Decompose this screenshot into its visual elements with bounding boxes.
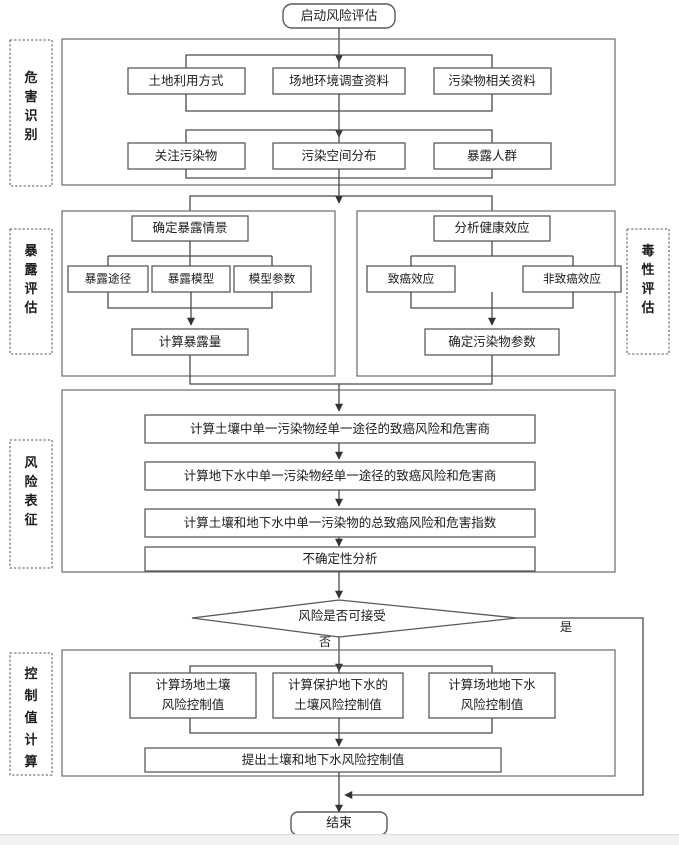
phase-label-toxicity-c0: 毒 xyxy=(641,243,654,258)
toxicity-box-result-label: 确定污染物参数 xyxy=(448,334,536,349)
phase-label-risk-c3: 征 xyxy=(24,512,37,527)
toxicity-box-health-effects-label: 分析健康效应 xyxy=(454,220,529,235)
risk-step-uncertainty-label: 不确定性分析 xyxy=(302,551,377,566)
phase-label-exposure-c3: 估 xyxy=(23,300,37,315)
exposure-box-pathway[interactable]: 暴露途径 xyxy=(67,265,149,293)
exposure-box-pathway-label: 暴露途径 xyxy=(85,272,132,286)
exposure-box-model-label: 暴露模型 xyxy=(168,272,215,286)
risk-step-total[interactable]: 计算土壤和地下水中单一污染物的总致癌风险和危害指数 xyxy=(144,508,536,538)
phase-label-toxicity-c2: 评 xyxy=(641,281,654,296)
control-box-site-groundwater-line2: 风险控制值 xyxy=(461,697,524,712)
phase-label-control-c3: 计 xyxy=(24,732,37,747)
start-node-label: 启动风险评估 xyxy=(301,9,378,23)
exposure-box-result[interactable]: 计算暴露量 xyxy=(131,328,249,356)
phase-label-hazard-c1: 害 xyxy=(24,89,37,104)
phase-label-control-c2: 值 xyxy=(24,710,37,725)
bus-control-top xyxy=(189,665,493,673)
phase-label-risk-c1: 险 xyxy=(24,474,38,489)
toxicity-box-carcinogenic[interactable]: 致癌效应 xyxy=(366,265,456,293)
risk-step-soil-single[interactable]: 计算土壤中单一污染物经单一途径的致癌风险和危害商 xyxy=(144,414,536,444)
hazard-box-target-pollutants-label: 关注污染物 xyxy=(155,148,218,163)
exposure-box-parameters-label: 模型参数 xyxy=(249,272,296,286)
bus-assessment-split xyxy=(189,195,493,203)
control-box-site-soil-line1: 计算场地土壤 xyxy=(155,677,231,692)
risk-step-groundwater-single[interactable]: 计算地下水中单一污染物经单一途径的致癌风险和危害商 xyxy=(144,461,536,491)
hazard-box-land-use[interactable]: 土地利用方式 xyxy=(127,67,246,95)
phase-label-hazard-c0: 危 xyxy=(24,70,37,85)
control-box-protect-groundwater-line2: 土壤风险控制值 xyxy=(294,697,382,712)
phase-badge-hazard xyxy=(9,39,53,187)
group-toxicity-assessment xyxy=(356,210,616,377)
control-box-result-label: 提出土壤和地下水风险控制值 xyxy=(242,752,405,767)
exposure-box-result-label: 计算暴露量 xyxy=(159,334,222,349)
group-exposure-assessment xyxy=(61,210,336,377)
phase-label-control-c1: 制 xyxy=(24,688,37,703)
decision-risk-acceptable[interactable]: 风险是否可接受 xyxy=(191,599,518,638)
risk-step-groundwater-single-label: 计算地下水中单一污染物经单一途径的致癌风险和危害商 xyxy=(184,468,497,483)
bus-assessment-merge xyxy=(189,355,493,385)
footer-divider xyxy=(0,834,679,845)
control-box-result[interactable]: 提出土壤和地下水风险控制值 xyxy=(144,747,502,773)
toxicity-box-carcinogenic-label: 致癌效应 xyxy=(388,272,435,286)
exposure-box-scenario-label: 确定暴露情景 xyxy=(152,220,227,235)
phase-label-risk-c0: 风 xyxy=(24,455,37,470)
phase-label-exposure-c0: 暴 xyxy=(23,243,38,258)
control-box-protect-groundwater-line1: 计算保护地下水的 xyxy=(288,677,388,692)
hazard-box-pollutant-data[interactable]: 污染物相关资料 xyxy=(433,67,552,95)
risk-step-total-label: 计算土壤和地下水中单一污染物的总致癌风险和危害指数 xyxy=(184,515,497,530)
control-box-site-groundwater[interactable]: 计算场地地下水 风险控制值 xyxy=(428,672,556,719)
risk-step-uncertainty[interactable]: 不确定性分析 xyxy=(144,546,536,572)
hazard-box-spatial-distribution[interactable]: 污染空间分布 xyxy=(272,142,406,170)
control-box-site-groundwater-line1: 计算场地地下水 xyxy=(448,677,536,692)
phase-label-risk-c2: 表 xyxy=(23,493,38,508)
decision-risk-acceptable-label: 风险是否可接受 xyxy=(298,608,386,623)
toxicity-box-health-effects[interactable]: 分析健康效应 xyxy=(433,215,551,242)
end-node[interactable]: 结束 xyxy=(290,811,388,836)
end-node-label: 结束 xyxy=(326,816,352,830)
phase-label-exposure-c1: 露 xyxy=(24,262,38,277)
phase-label-hazard-c2: 识 xyxy=(24,108,37,123)
toxicity-box-non-carcinogenic-label: 非致癌效应 xyxy=(543,272,601,286)
hazard-box-site-survey[interactable]: 场地环境调查资料 xyxy=(272,67,406,95)
phase-label-toxicity-c1: 性 xyxy=(641,262,654,277)
bus-exposure-mid-bottom xyxy=(107,292,273,309)
hazard-box-spatial-distribution-label: 污染空间分布 xyxy=(301,148,376,163)
control-box-protect-groundwater[interactable]: 计算保护地下水的 土壤风险控制值 xyxy=(272,672,404,719)
exposure-box-model[interactable]: 暴露模型 xyxy=(151,265,231,293)
hazard-box-site-survey-label: 场地环境调查资料 xyxy=(289,73,390,88)
phase-label-toxicity-c3: 估 xyxy=(640,300,654,315)
control-box-site-soil[interactable]: 计算场地土壤 风险控制值 xyxy=(129,672,257,719)
exposure-box-parameters[interactable]: 模型参数 xyxy=(233,265,312,293)
phase-label-hazard-c3: 别 xyxy=(23,127,37,142)
phase-badge-exposure xyxy=(9,228,53,355)
phase-badge-control xyxy=(9,652,53,776)
hazard-box-land-use-label: 土地利用方式 xyxy=(148,73,224,88)
hazard-box-exposed-population[interactable]: 暴露人群 xyxy=(433,142,552,170)
phase-label-exposure-c2: 评 xyxy=(24,281,37,296)
exposure-box-scenario[interactable]: 确定暴露情景 xyxy=(131,215,249,242)
toxicity-box-result[interactable]: 确定污染物参数 xyxy=(424,328,560,356)
decision-yes-label: 是 xyxy=(560,620,572,634)
decision-no-label: 否 xyxy=(319,635,331,649)
hazard-box-target-pollutants[interactable]: 关注污染物 xyxy=(127,142,246,170)
phase-label-control-c4: 算 xyxy=(24,754,37,769)
risk-step-soil-single-label: 计算土壤中单一污染物经单一途径的致癌风险和危害商 xyxy=(190,421,490,436)
edge-decision-yes xyxy=(344,617,644,800)
hazard-box-pollutant-data-label: 污染物相关资料 xyxy=(448,73,536,88)
bus-toxicity-mid-top xyxy=(410,255,574,266)
phase-badge-risk xyxy=(9,439,53,569)
phase-badge-toxicity xyxy=(626,228,670,355)
hazard-box-exposed-population-label: 暴露人群 xyxy=(467,149,518,163)
toxicity-box-non-carcinogenic[interactable]: 非致癌效应 xyxy=(522,265,622,293)
start-node[interactable]: 启动风险评估 xyxy=(282,3,396,29)
bus-control-bottom xyxy=(189,718,493,734)
phase-label-control-c0: 控 xyxy=(24,666,37,681)
control-box-site-soil-line2: 风险控制值 xyxy=(162,697,225,712)
